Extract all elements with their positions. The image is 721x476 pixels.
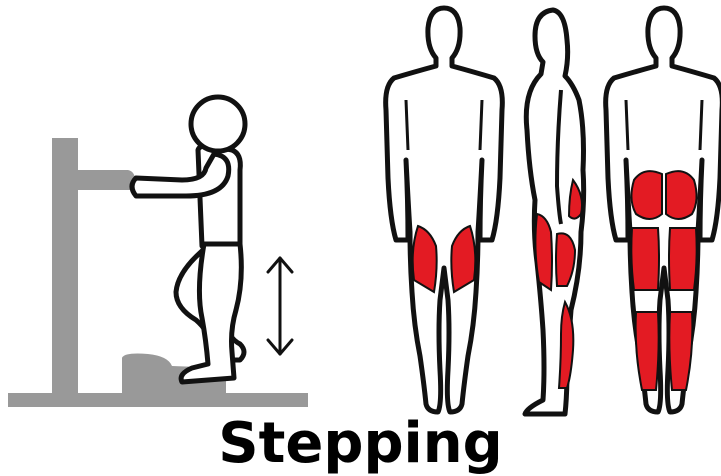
vertical-double-arrow-icon xyxy=(268,258,292,354)
side-hamstring xyxy=(535,214,552,290)
back-hamstring-left xyxy=(631,228,659,290)
person-arm xyxy=(132,154,229,196)
back-glute-right xyxy=(666,171,697,219)
back-glute-left xyxy=(631,171,662,219)
caption-title: Stepping xyxy=(0,412,721,476)
anatomy-side-view xyxy=(525,10,584,414)
person-head xyxy=(191,97,245,151)
handrail-post xyxy=(52,138,78,396)
anatomy-back-view xyxy=(606,8,721,412)
handrail-bar xyxy=(78,170,135,190)
back-calf-right xyxy=(669,312,692,390)
stepping-person xyxy=(132,97,245,382)
back-hamstring-right xyxy=(669,228,697,290)
back-body-outline xyxy=(606,8,721,412)
back-calf-left xyxy=(636,312,659,390)
anatomy-front-view xyxy=(386,8,503,412)
front-body-outline xyxy=(386,8,503,412)
